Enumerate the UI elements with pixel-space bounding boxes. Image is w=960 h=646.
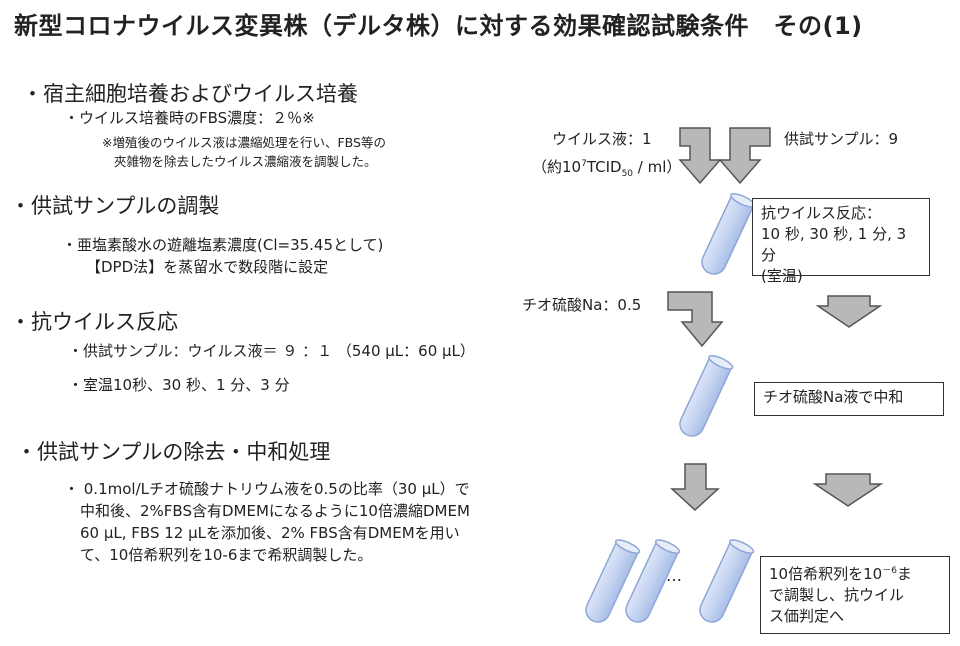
virus-ratio-label: ウイルス液：1 bbox=[552, 130, 652, 148]
reaction-box-line-3: (室温) bbox=[761, 267, 803, 285]
virus-bent-arrow-icon bbox=[678, 127, 722, 185]
flow-down-arrow-3-icon bbox=[812, 473, 884, 507]
dilution-tube-2-icon bbox=[625, 539, 681, 623]
chlorine-concentration-line: ・亜塩素酸水の遊離塩素濃度(Cl=35.45として) bbox=[62, 236, 384, 254]
dilution-result-box: 10倍希釈列を10－6ま で調製し、抗ウイル ス価判定へ bbox=[760, 556, 950, 634]
concentration-note-line-1: ※増殖後のウイルス液は濃縮処理を行い、FBS等の bbox=[102, 135, 386, 150]
sample-bent-arrow-icon bbox=[718, 127, 771, 185]
heading-removal-neutralization: ・供試サンプルの除去・中和処理 bbox=[16, 440, 331, 464]
dilution-box-line-1: 10倍希釈列を10－6ま bbox=[769, 565, 912, 583]
virus-concentration-label: （約107TCID50 / ml） bbox=[532, 158, 682, 179]
fbs-concentration-line: ・ウイルス培養時のFBS濃度：２％※ bbox=[64, 109, 315, 127]
neutralization-box: チオ硫酸Na液で中和 bbox=[754, 382, 944, 416]
neutralization-tube-icon bbox=[679, 355, 734, 437]
flow-down-arrow-2-icon bbox=[670, 463, 720, 512]
neutralization-line-1: ・ 0.1mol/Lチオ硫酸ナトリウム液を0.5の比率（30 µL）で bbox=[64, 480, 470, 498]
reaction-condition-box: 抗ウイルス反応： 10 秒, 30 秒, 1 分, 3 分 (室温) bbox=[752, 198, 930, 285]
thio-bent-arrow-icon bbox=[667, 291, 724, 348]
heading-host-cell-culture: ・宿主細胞培養およびウイルス培養 bbox=[22, 82, 358, 106]
heading-antiviral-reaction: ・抗ウイルス反応 bbox=[10, 310, 178, 334]
neutralization-line-2: 中和後、2%FBS含有DMEMになるように10倍濃縮DMEM bbox=[80, 502, 470, 520]
neutralization-line-3: 60 µL, FBS 12 µLを添加後、2% FBS含有DMEMを用い bbox=[80, 524, 460, 542]
dilution-ellipsis: … bbox=[666, 566, 682, 585]
reaction-tube-icon bbox=[701, 193, 756, 275]
dilution-box-line-3: ス価判定へ bbox=[769, 607, 845, 625]
concentration-note-line-2: 夾雑物を除去したウイルス濃縮液を調製した。 bbox=[114, 154, 377, 169]
heading-sample-preparation: ・供試サンプルの調製 bbox=[10, 194, 220, 218]
flow-down-arrow-1-icon bbox=[815, 295, 883, 328]
neutralization-line-4: て、10倍希釈列を10-6まで希釈調製した。 bbox=[80, 546, 373, 564]
page-title: 新型コロナウイルス変異株（デルタ株）に対する効果確認試験条件 その(1) bbox=[14, 12, 863, 40]
thio-ratio-label: チオ硫酸Na：0.5 bbox=[522, 296, 642, 314]
dpd-method-line: 【DPD法】を蒸留水で数段階に設定 bbox=[86, 258, 329, 276]
sample-ratio-label: 供試サンプル：9 bbox=[784, 130, 899, 148]
dilution-tube-1-icon bbox=[585, 539, 641, 623]
reaction-time-line: ・室温10秒、30 秒、1 分、3 分 bbox=[68, 376, 290, 394]
reaction-box-line-1: 抗ウイルス反応： bbox=[761, 204, 882, 222]
neutralization-box-text: チオ硫酸Na液で中和 bbox=[763, 388, 904, 406]
reaction-box-line-2: 10 秒, 30 秒, 1 分, 3 分 bbox=[761, 225, 907, 264]
dilution-box-line-2: で調製し、抗ウイル bbox=[769, 586, 905, 604]
mix-ratio-line: ・供試サンプル：ウイルス液＝ ９ ：１ （540 µL：60 µL） bbox=[68, 342, 475, 360]
dilution-tube-3-icon bbox=[699, 539, 755, 623]
